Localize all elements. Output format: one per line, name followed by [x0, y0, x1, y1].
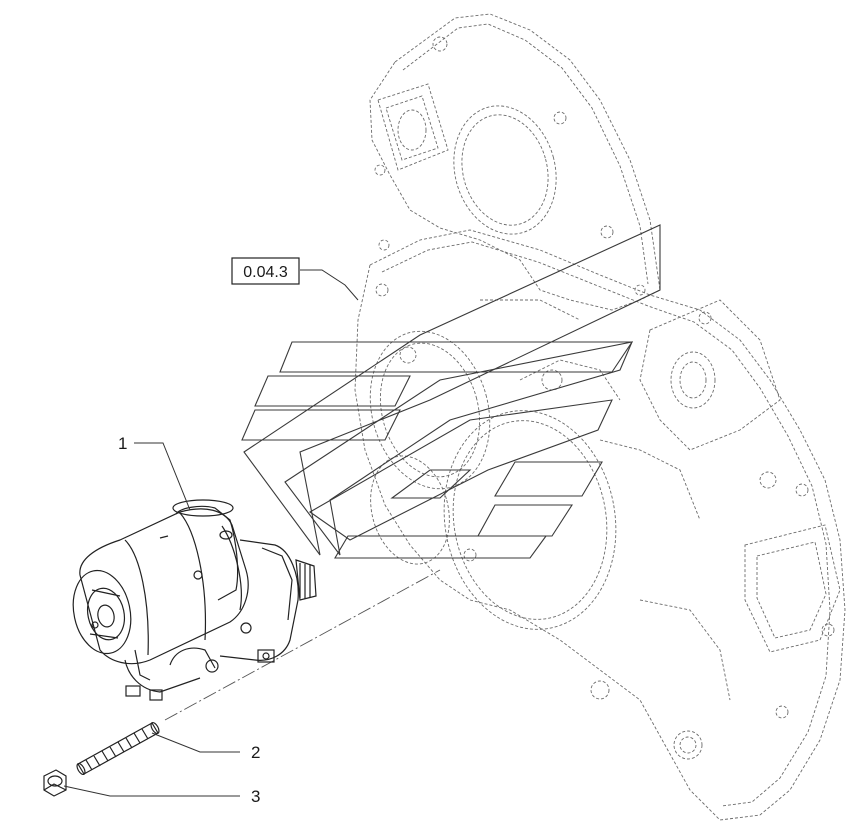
leader-line-1	[134, 442, 191, 511]
starter-motor-icon	[72, 499, 317, 701]
leader-line-2	[151, 732, 240, 753]
callout-1: 1	[118, 434, 127, 453]
mounting-axis-line	[164, 569, 441, 721]
leader-line-reference	[300, 269, 359, 301]
stud-bolt-icon	[76, 721, 160, 776]
callout-3: 3	[251, 787, 260, 806]
nut-icon	[43, 769, 67, 797]
reference-label: 0.04.3	[243, 264, 288, 281]
leader-line-3	[63, 785, 240, 797]
flywheel-housing-icon	[354, 13, 846, 821]
reference-box[interactable]: 0.04.3	[231, 257, 300, 285]
callout-2: 2	[251, 743, 260, 762]
logo-watermark-icon	[241, 224, 661, 559]
